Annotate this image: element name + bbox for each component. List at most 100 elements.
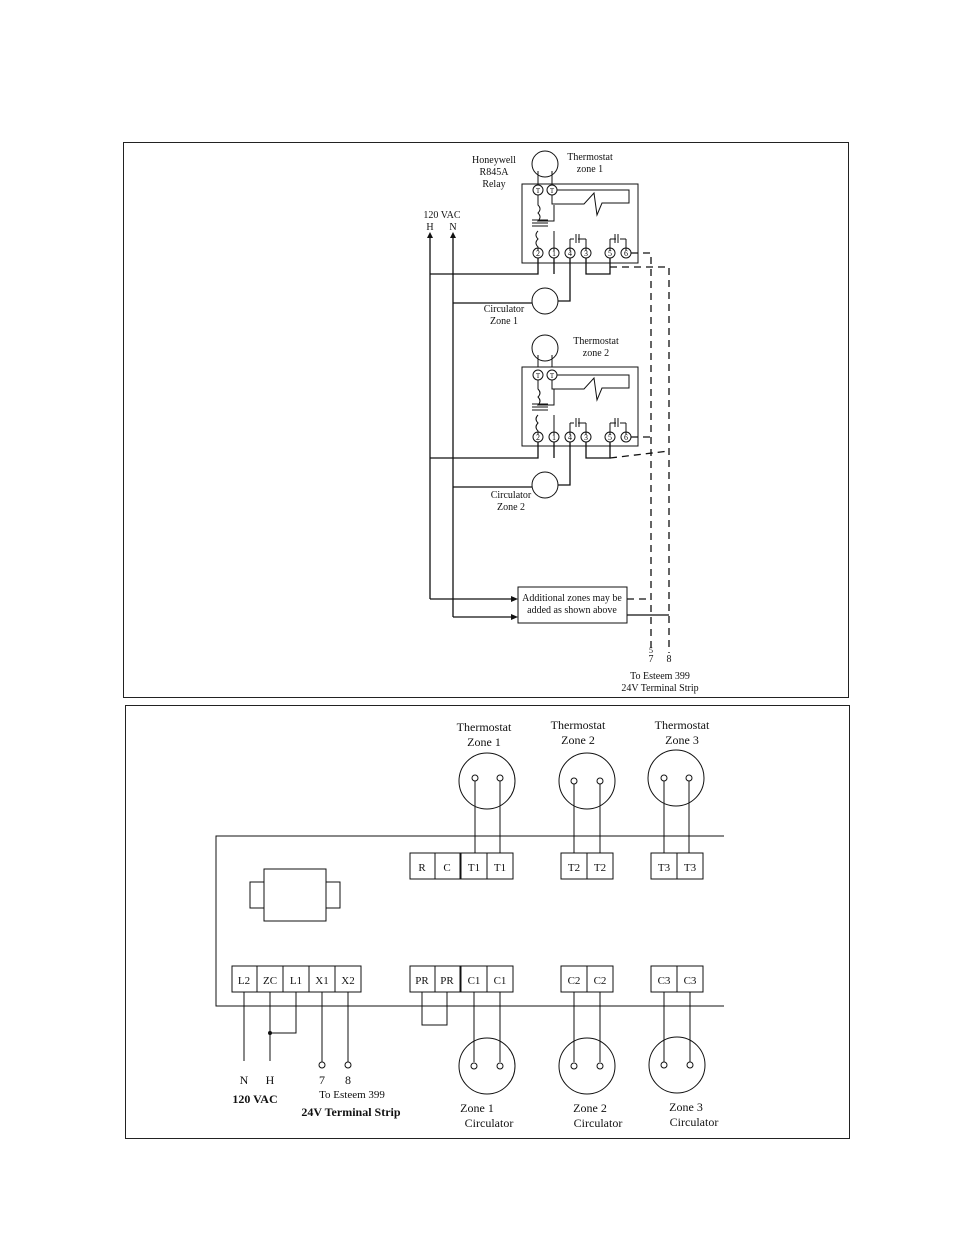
additional-zones-box: [517, 586, 628, 624]
relay1-terminal-1: 1: [552, 249, 556, 258]
additional-zones-line2: added as shown above: [527, 605, 617, 616]
terminal-t1-b: T1: [494, 862, 506, 874]
relay1-terminal-4: 4: [568, 249, 572, 258]
circulator-zone2-line2: Circulator: [574, 1116, 623, 1130]
terminal-pr-a: PR: [415, 975, 429, 987]
additional-zones-line1: Additional zones may be: [522, 593, 622, 604]
thermostat-zone1: Thermostat Zone 1: [457, 720, 516, 854]
circulator-zone2-label-line2: Zone 2: [497, 502, 525, 513]
control-wire-5-7: [631, 252, 652, 653]
strip-8-label: 8: [345, 1073, 351, 1087]
circulator-zone3-line1: Zone 3: [669, 1100, 703, 1114]
relay-label-line2: R845A: [480, 167, 510, 178]
terminal-t2-a: T2: [568, 862, 580, 874]
strip-terminal-8-dot: [344, 1061, 352, 1069]
transformer-symbol: [263, 868, 327, 922]
circulator-zone1-label-line2: Zone 1: [490, 316, 518, 327]
terminal-c2-b: C2: [594, 975, 607, 987]
circulator-zone3: Zone 3 Circulator: [648, 992, 719, 1129]
relay1-terminal-5: 5: [608, 249, 612, 258]
circulator-zone1-line1: Zone 1: [460, 1101, 494, 1115]
terminal-t3-a: T3: [658, 862, 671, 874]
strip-terminal-7-dot: [318, 1061, 326, 1069]
relay1-terminal-6: 6: [624, 249, 628, 258]
control-board-svg: Thermostat Zone 1 Thermostat Zone 2 Ther…: [215, 718, 724, 1130]
relay1-terminal-3: 3: [584, 249, 588, 258]
circulator-zone1-line2: Circulator: [465, 1116, 514, 1130]
thermostat-zone3-title: Thermostat: [655, 718, 710, 732]
thermostat-zone1-subtitle: Zone 1: [467, 735, 501, 749]
control-board-diagram-panel: Thermostat Zone 1 Thermostat Zone 2 Ther…: [125, 705, 850, 1139]
strip-7-label: 7: [319, 1073, 325, 1087]
terminal-x1: X1: [315, 975, 328, 987]
control-board-outline: [215, 835, 724, 1007]
to-esteem-line1: To Esteem 399: [319, 1089, 385, 1101]
terminal-t3-b: T3: [684, 862, 697, 874]
thermostat-zone1-symbol: [531, 150, 559, 178]
circulator-zone3-line2: Circulator: [670, 1115, 719, 1129]
relay1-terminal-t2: T: [550, 187, 555, 195]
thermostat-zone2: Thermostat Zone 2: [551, 718, 616, 854]
terminal-t2-b: T2: [594, 862, 606, 874]
terminal-c2-a: C2: [568, 975, 581, 987]
jumper-zc-l1: [270, 992, 297, 1034]
terminal-c: C: [443, 862, 450, 874]
terminal-l2: L2: [238, 975, 250, 987]
terminal-r: R: [418, 862, 426, 874]
circulator-zone1-label-line1: Circulator: [484, 304, 525, 315]
terminal-x2: X2: [341, 975, 354, 987]
relay-wiring-diagram-panel: Honeywell R845A Relay Thermostat zone 1 …: [123, 142, 849, 698]
terminal-c3-a: C3: [658, 975, 671, 987]
terminal-c1-a: C1: [468, 975, 481, 987]
to-esteem-label-line1: To Esteem 399: [630, 671, 690, 682]
thermostat-zone2-label-line2: zone 2: [583, 348, 609, 359]
to-esteem-line2: 24V Terminal Strip: [301, 1105, 400, 1119]
circulator-zone2-line1: Zone 2: [573, 1101, 607, 1115]
control-wire-6-8: [610, 266, 670, 653]
relay2-terminal-t1: T: [536, 372, 541, 380]
power-h-label: H: [426, 222, 433, 233]
terminal-pr-b: PR: [440, 975, 454, 987]
relay2-terminal-1: 1: [552, 433, 556, 442]
power-n-label: N: [449, 222, 456, 233]
circulator-zone1-symbol: [531, 287, 559, 315]
power-n-label: N: [240, 1073, 249, 1087]
relay2-terminal-2: 2: [536, 433, 540, 442]
relay1-terminal-t1: T: [536, 187, 541, 195]
thermostat-zone1-label-line1: Thermostat: [567, 152, 613, 163]
to-esteem-label-line2: 24V Terminal Strip: [621, 683, 698, 694]
strip-terminal-5: 5: [649, 646, 653, 655]
terminal-c3-b: C3: [684, 975, 697, 987]
thermostat-zone3-subtitle: Zone 3: [665, 733, 699, 747]
thermostat-zone2-label-line1: Thermostat: [573, 336, 619, 347]
relay-label-line3: Relay: [482, 179, 505, 190]
strip-terminal-7: 7: [649, 654, 654, 665]
relay2-terminal-6: 6: [624, 433, 628, 442]
thermostat-zone1-title: Thermostat: [457, 720, 512, 734]
relay-label-line1: Honeywell: [472, 155, 516, 166]
circulator-zone2: Zone 2 Circulator: [558, 992, 623, 1130]
power-120vac-label: 120 VAC: [232, 1092, 277, 1106]
power-label-120vac: 120 VAC: [423, 210, 460, 221]
relay2-terminal-4: 4: [568, 433, 572, 442]
thermostat-zone2-title: Thermostat: [551, 718, 606, 732]
pr-jumper: [421, 991, 448, 1026]
strip-terminal-8: 8: [667, 654, 672, 665]
circulator-zone2-symbol: [531, 471, 559, 499]
thermostat-zone1-label-line2: zone 1: [577, 164, 603, 175]
thermostat-zone2-subtitle: Zone 2: [561, 733, 595, 747]
terminal-l1: L1: [290, 975, 302, 987]
relay2-terminal-3: 3: [584, 433, 588, 442]
power-h-label: H: [266, 1073, 275, 1087]
thermostat-zone2-symbol: [531, 334, 559, 362]
bottom-terminal-strip: L2 ZC L1 X1 X2 PR PR C1 C1 C2 C2 C3 C3: [231, 965, 704, 993]
circulator-zone2-label-line1: Circulator: [491, 490, 532, 501]
relay2-terminal-5: 5: [608, 433, 612, 442]
circulator-zone1: Zone 1 Circulator: [458, 992, 516, 1130]
relay-wiring-svg: Honeywell R845A Relay Thermostat zone 1 …: [423, 150, 699, 694]
terminal-c1-b: C1: [494, 975, 507, 987]
terminal-zc: ZC: [263, 975, 277, 987]
relay1-terminal-2: 2: [536, 249, 540, 258]
top-terminal-strip: R C T1 T1 T2 T2 T3 T3: [409, 852, 704, 880]
relay2-terminal-t2: T: [550, 372, 555, 380]
